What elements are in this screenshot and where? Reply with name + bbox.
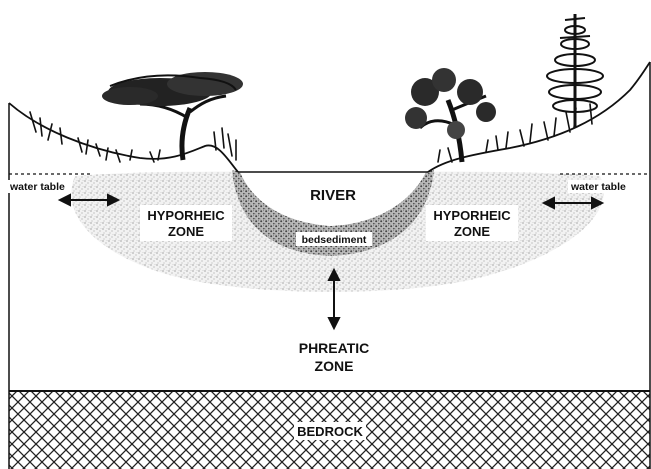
bedrock-label: BEDROCK — [297, 424, 363, 439]
phreatic-label-line2: ZONE — [315, 358, 354, 374]
phreatic-label-line1: PHREATIC — [299, 340, 370, 356]
river-label: RIVER — [310, 187, 356, 204]
hyporheic-left-label-line1: HYPORHEIC — [147, 208, 225, 223]
tree-right-icon — [547, 14, 603, 128]
hyporheic-right-label-line2: ZONE — [454, 224, 490, 239]
hyporheic-left-label-line2: ZONE — [168, 224, 204, 239]
bedsediment-label: bedsediment — [302, 234, 367, 246]
tree-left-icon — [102, 72, 243, 160]
water-table-right-label: water table — [570, 181, 626, 193]
tree-middle-icon — [405, 68, 496, 162]
ground-surface — [9, 62, 650, 172]
arrow-vertical — [329, 270, 339, 328]
hyporheic-right-label-line1: HYPORHEIC — [433, 208, 511, 223]
water-table-left-label: water table — [9, 181, 65, 193]
